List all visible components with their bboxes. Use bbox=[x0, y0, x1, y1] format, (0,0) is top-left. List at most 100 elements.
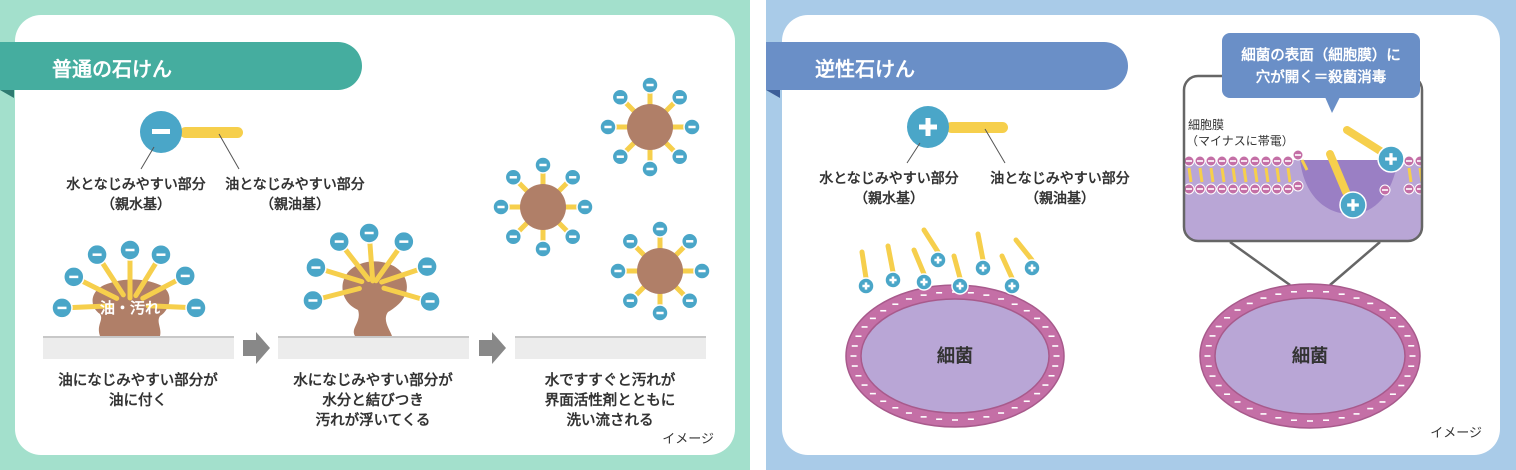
micelle bbox=[609, 220, 711, 322]
minus-ion-icon bbox=[119, 239, 141, 261]
lipophilic-label: 油となじみやすい部分 bbox=[990, 170, 1130, 187]
plus-ion-icon bbox=[1339, 191, 1367, 219]
minus-ion-icon bbox=[328, 230, 350, 253]
minus-ion-icon bbox=[611, 88, 630, 107]
minus-ion-icon bbox=[670, 147, 689, 166]
surfactant-tail bbox=[379, 266, 423, 285]
minus-ion-icon bbox=[63, 266, 85, 288]
phospholipid bbox=[1282, 155, 1294, 195]
callout-line1: 細菌の表面（細胞膜）に bbox=[1241, 46, 1401, 64]
minus-ion-icon bbox=[641, 160, 659, 178]
minus-ion-icon bbox=[680, 232, 699, 251]
phospholipid bbox=[1205, 155, 1217, 195]
minus-ion-icon bbox=[51, 297, 73, 319]
minus-ion-icon bbox=[358, 222, 380, 244]
cationic-molecule bbox=[857, 249, 875, 295]
step-caption-line: 油になじみやすい部分が bbox=[58, 371, 218, 389]
anionic-surfactant-legend: 水となじみやすい部分 （親水基） 油となじみやすい部分 （親油基） bbox=[66, 111, 365, 213]
membrane-zoom-box: 細胞膜 （マイナスに帯電） bbox=[1182, 74, 1424, 243]
cationic-molecule bbox=[921, 227, 947, 269]
bacteria-label: 細菌 bbox=[937, 345, 973, 367]
micelle bbox=[599, 76, 701, 178]
phospholipid bbox=[1249, 155, 1261, 195]
lipophilic-sub: （親油基） bbox=[1025, 190, 1095, 207]
plus-ion-icon bbox=[915, 273, 933, 291]
dirt-label: 油・汚れ bbox=[100, 299, 160, 317]
bacteria-label: 細菌 bbox=[1292, 345, 1328, 367]
left-title: 普通の石けん bbox=[52, 57, 172, 81]
plus-ion-icon bbox=[929, 251, 947, 269]
step-arrow-icon bbox=[243, 332, 270, 364]
minus-ion-icon bbox=[576, 198, 594, 216]
phospholipid bbox=[1194, 155, 1206, 195]
dirt-particle bbox=[627, 104, 673, 150]
ground-strips bbox=[43, 336, 706, 359]
minus-ion-icon bbox=[680, 291, 699, 310]
micelle bbox=[492, 156, 594, 258]
surfactant-tail bbox=[98, 258, 126, 298]
step-caption-line: 界面活性剤とともに bbox=[545, 391, 676, 409]
surfactant-tail bbox=[367, 238, 376, 284]
phospholipid bbox=[1271, 155, 1283, 195]
surfactant-tail bbox=[381, 285, 425, 302]
step-caption-line: 水ですすぐと汚れが bbox=[545, 371, 676, 389]
step-caption-line: 油に付く bbox=[109, 391, 167, 409]
step-arrow-icon bbox=[479, 332, 506, 364]
cationic-molecule bbox=[999, 253, 1021, 295]
minus-ion-icon bbox=[393, 230, 415, 253]
hydrophilic-sub: （親水基） bbox=[854, 190, 924, 207]
minus-ion-icon bbox=[504, 227, 523, 246]
plus-ion-icon bbox=[1023, 259, 1041, 277]
minus-ion-icon bbox=[670, 88, 689, 107]
bacterium-right: 細菌 bbox=[1199, 240, 1421, 429]
cationic-molecule-inserting bbox=[1326, 126, 1405, 219]
membrane-sub: （マイナスに帯電） bbox=[1186, 134, 1294, 148]
surfactant-tail bbox=[67, 303, 113, 311]
minus-ion-icon bbox=[563, 168, 582, 187]
minus-ion-icon bbox=[641, 76, 659, 94]
surfactant-tail bbox=[78, 277, 120, 301]
minus-ion-icon bbox=[621, 232, 640, 251]
plus-icon bbox=[919, 118, 937, 136]
plus-ion-icon bbox=[974, 259, 992, 277]
minus-ion-icon bbox=[683, 118, 701, 136]
phospholipid bbox=[1238, 155, 1250, 195]
minus-ion-icon bbox=[150, 243, 172, 266]
minus-ion-icon bbox=[534, 240, 552, 258]
plus-ion-icon bbox=[857, 277, 875, 295]
plus-ion-icon bbox=[951, 277, 969, 295]
surfactant-tail bbox=[133, 259, 160, 299]
minus-ion-icon bbox=[305, 256, 327, 279]
step-captions: 油になじみやすい部分が油に付く水になじみやすい部分が水分と結びつき汚れが浮いてく… bbox=[58, 371, 675, 429]
minus-ion-icon bbox=[185, 297, 207, 319]
minus-ion-icon bbox=[611, 147, 630, 166]
minus-ion-icon bbox=[651, 304, 669, 322]
phospholipid bbox=[1260, 155, 1272, 195]
minus-ion-icon bbox=[419, 290, 441, 313]
hydrophilic-sub: （親水基） bbox=[101, 196, 171, 213]
minus-ion-icon bbox=[416, 255, 438, 278]
step-caption-line: 汚れが浮いてくる bbox=[316, 411, 431, 429]
minus-ion-icon bbox=[534, 156, 552, 174]
lipophilic-sub: （親油基） bbox=[260, 196, 330, 213]
right-image-note: イメージ bbox=[1430, 426, 1482, 441]
stage1-dirt-with-surfactants: 油・汚れ bbox=[51, 239, 207, 336]
surfactant-tail bbox=[145, 303, 191, 311]
hydrophilic-label: 水となじみやすい部分 bbox=[66, 176, 206, 193]
surfactant-tail bbox=[140, 277, 181, 301]
left-image-note: イメージ bbox=[662, 432, 714, 447]
minus-ion-icon bbox=[504, 168, 523, 187]
minus-ion-icon bbox=[563, 227, 582, 246]
plus-ion-icon bbox=[884, 271, 902, 289]
cationic-molecule bbox=[911, 247, 933, 291]
surfactant-tail bbox=[318, 286, 362, 302]
cationic-molecule bbox=[884, 243, 902, 289]
membrane-label: 細胞膜 bbox=[1188, 118, 1224, 132]
dirt-particle bbox=[520, 184, 566, 230]
surfactant-tail bbox=[341, 245, 372, 282]
phospholipid bbox=[1227, 155, 1239, 195]
minus-icon bbox=[152, 129, 170, 134]
surfactant-tail bbox=[321, 267, 365, 285]
left-title-banner: 普通の石けん bbox=[0, 42, 362, 98]
phospholipid bbox=[1184, 155, 1195, 195]
